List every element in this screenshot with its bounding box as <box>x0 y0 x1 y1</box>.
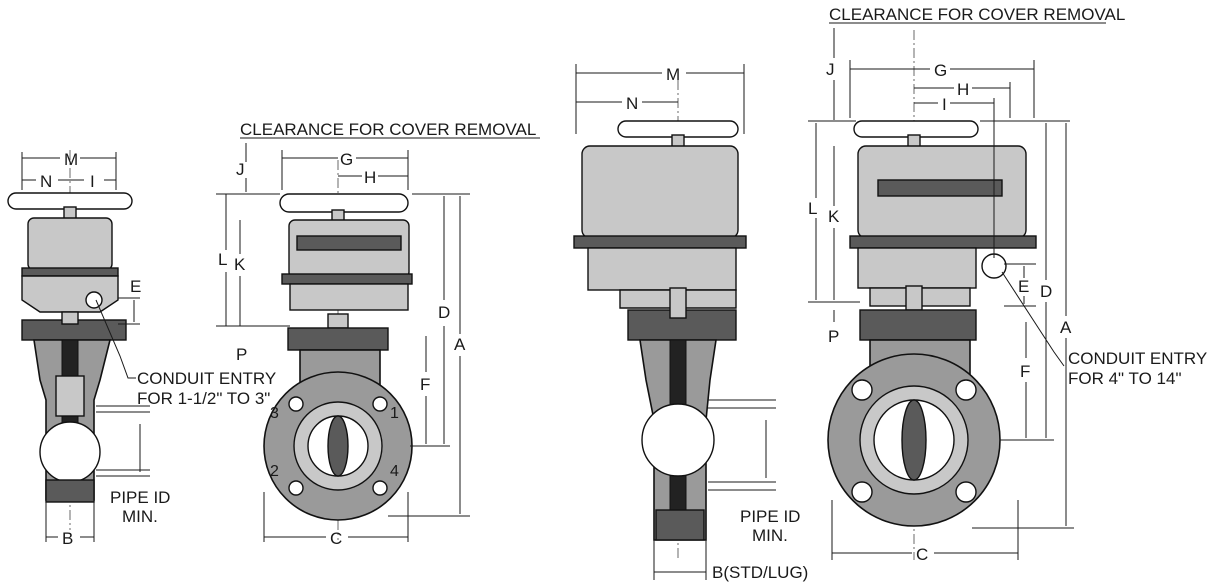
bolt-number-2: 2 <box>270 463 279 480</box>
bolt-number-1: 1 <box>390 405 399 422</box>
dim-label-l-large: L <box>808 199 817 218</box>
large-valve-front-view <box>827 30 1037 560</box>
dim-label-e-large: E <box>1018 277 1029 296</box>
small-valve-front-view <box>263 160 413 540</box>
dim-label-c-small: C <box>330 529 342 548</box>
dim-label-h-small: H <box>364 168 376 187</box>
dim-label-f-large: F <box>1020 362 1030 381</box>
conduit-note-small-line2: FOR 1-1/2" TO 3" <box>137 389 270 408</box>
dim-label-k-large: K <box>828 207 840 226</box>
dim-label-j-large: J <box>826 60 835 79</box>
clearance-note-small: CLEARANCE FOR COVER REMOVAL <box>240 120 536 139</box>
dim-label-f-small: F <box>420 375 430 394</box>
dim-label-j-small: J <box>236 160 245 179</box>
dim-label-p-large: P <box>828 327 839 346</box>
bolt-number-3: 3 <box>270 405 279 422</box>
conduit-note-small-line1: CONDUIT ENTRY <box>137 369 276 388</box>
dim-label-i-large: I <box>942 95 947 114</box>
bolt-number-4: 4 <box>390 463 399 480</box>
dim-label-i: I <box>90 172 95 191</box>
pipe-id-note-large-line2: MIN. <box>752 526 788 545</box>
dim-label-b: B <box>62 529 73 548</box>
dim-label-p-small: P <box>236 345 247 364</box>
conduit-note-large-line1: CONDUIT ENTRY <box>1068 349 1207 368</box>
dim-label-e: E <box>130 277 141 296</box>
conduit-note-large-line2: FOR 4" TO 14" <box>1068 369 1181 388</box>
dim-label-h-large: H <box>957 80 969 99</box>
clearance-note-large: CLEARANCE FOR COVER REMOVAL <box>829 5 1125 24</box>
large-valve-side-view <box>573 64 776 580</box>
dim-label-l-small: L <box>218 250 227 269</box>
dim-label-a-large: A <box>1060 318 1072 337</box>
small-valve-side-view <box>7 150 150 542</box>
dim-label-b-std-lug: B(STD/LUG) <box>712 563 808 582</box>
dim-label-d-large: D <box>1040 282 1052 301</box>
pipe-id-note-small-line2: MIN. <box>122 507 158 526</box>
pipe-id-note-large-line1: PIPE ID <box>740 507 800 526</box>
dim-label-k-small: K <box>234 255 246 274</box>
dim-label-m: M <box>64 150 78 169</box>
pipe-id-note-small-line1: PIPE ID <box>110 488 170 507</box>
dim-label-a-small: A <box>454 335 466 354</box>
dim-label-g-small: G <box>340 150 353 169</box>
dim-label-n: N <box>40 172 52 191</box>
dim-label-d-small: D <box>438 303 450 322</box>
dim-label-n-large: N <box>626 94 638 113</box>
dim-label-m-large: M <box>666 65 680 84</box>
dim-label-c-large: C <box>916 545 928 564</box>
dim-label-g-large: G <box>934 61 947 80</box>
